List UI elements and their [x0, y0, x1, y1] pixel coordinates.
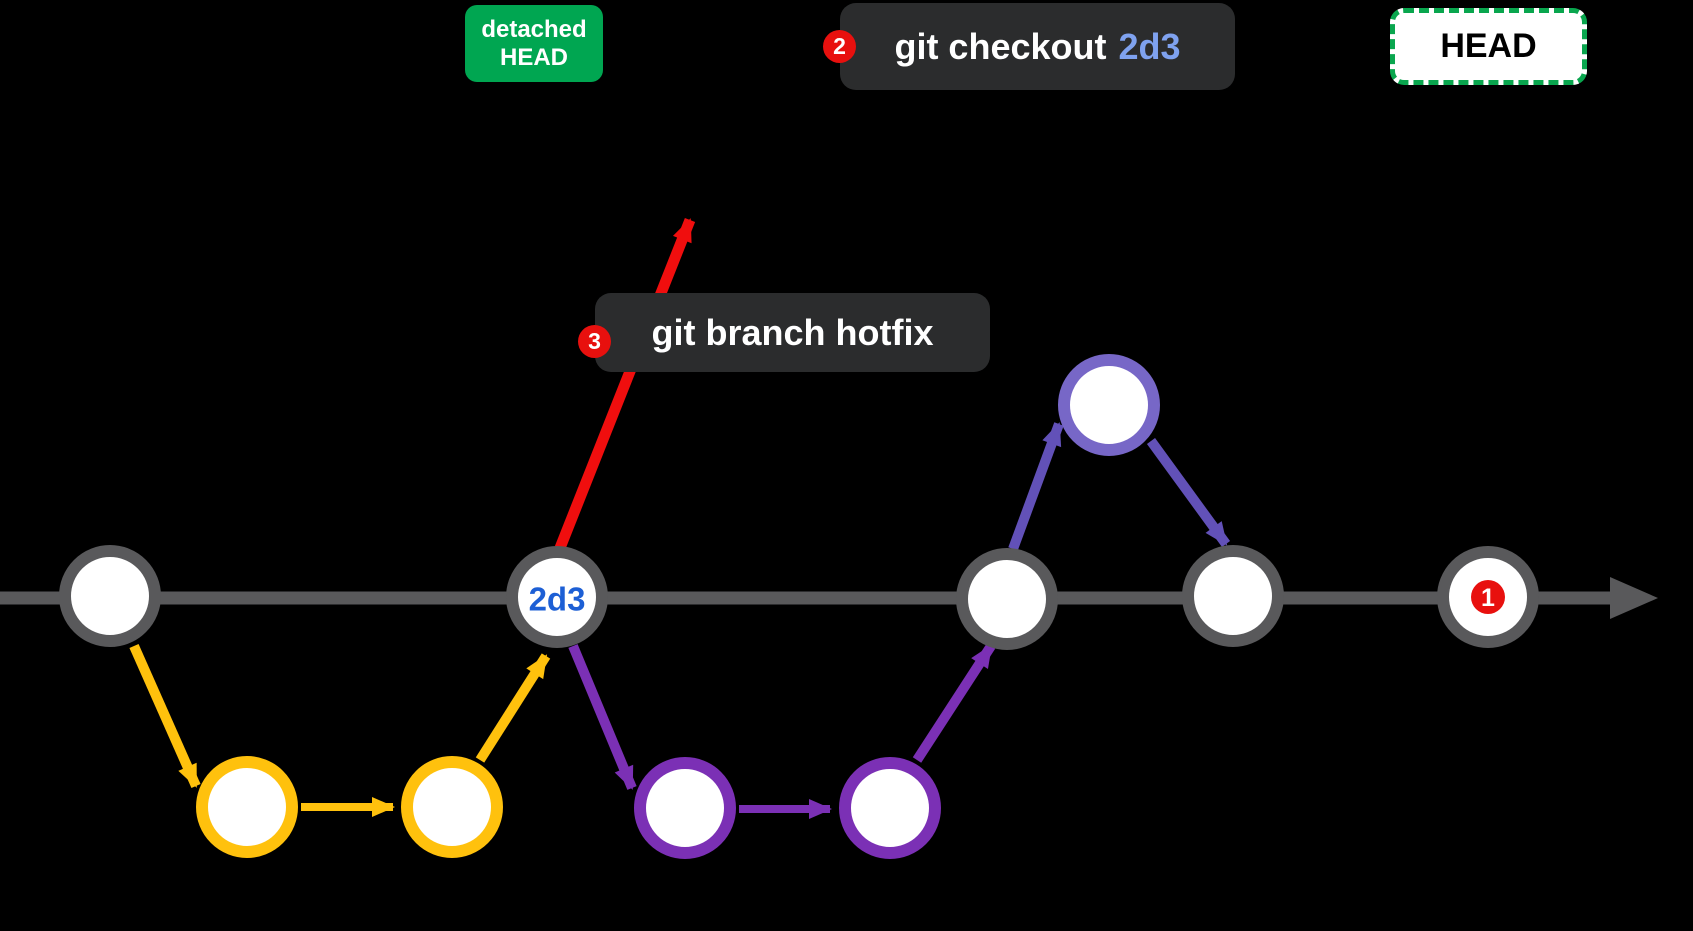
checkout-command-text: git checkout [894, 25, 1107, 67]
bump-branch-out-edge [1008, 422, 1064, 551]
commit-label-2d3: 2d3 [529, 581, 586, 618]
detached-head-line1: detached [481, 15, 587, 43]
detached-head-badge: detached HEAD [465, 5, 603, 82]
step-1-marker-circle [1471, 580, 1505, 614]
detached-head-line2: HEAD [499, 43, 568, 71]
head-badge-label: HEAD [1440, 27, 1537, 65]
yellow-branch-out-edge [129, 643, 201, 789]
checkout-command-arg: 2d3 [1118, 25, 1181, 67]
step-2-marker: 2 [823, 30, 856, 63]
step-1-marker-label: 1 [1481, 584, 1495, 612]
step-3-number: 3 [588, 328, 601, 354]
commit-node-yellow-1 [196, 756, 298, 858]
commit-node-violet-1 [634, 757, 736, 859]
violet-branch-out-edge [568, 644, 637, 790]
hotfix-command-text: git branch hotfix [651, 311, 934, 353]
commit-node-yellow-2 [401, 756, 503, 858]
git-checkout-command-badge: 2 git checkout 2d3 [823, 3, 1235, 90]
yellow-branch-merge-edge [475, 653, 551, 763]
head-badge: HEAD [1390, 8, 1587, 85]
commit-node-initial [59, 545, 161, 647]
commit-node-merge-bump [1182, 545, 1284, 647]
commit-node-bump [1058, 354, 1160, 456]
git-branch-hotfix-command-badge: 3 git branch hotfix [578, 293, 990, 372]
bump-branch-merge-edge [1146, 438, 1231, 547]
hotfix-branch-arrow [554, 217, 696, 551]
violet-branch-merge-edge [912, 643, 996, 763]
timeline-arrowhead-icon [1610, 577, 1658, 619]
commit-node-merge-violet [956, 548, 1058, 650]
step-3-marker: 3 [578, 325, 611, 358]
commit-node-2d3 [506, 546, 608, 648]
commit-node-violet-2 [839, 757, 941, 859]
step-2-number: 2 [833, 33, 846, 59]
